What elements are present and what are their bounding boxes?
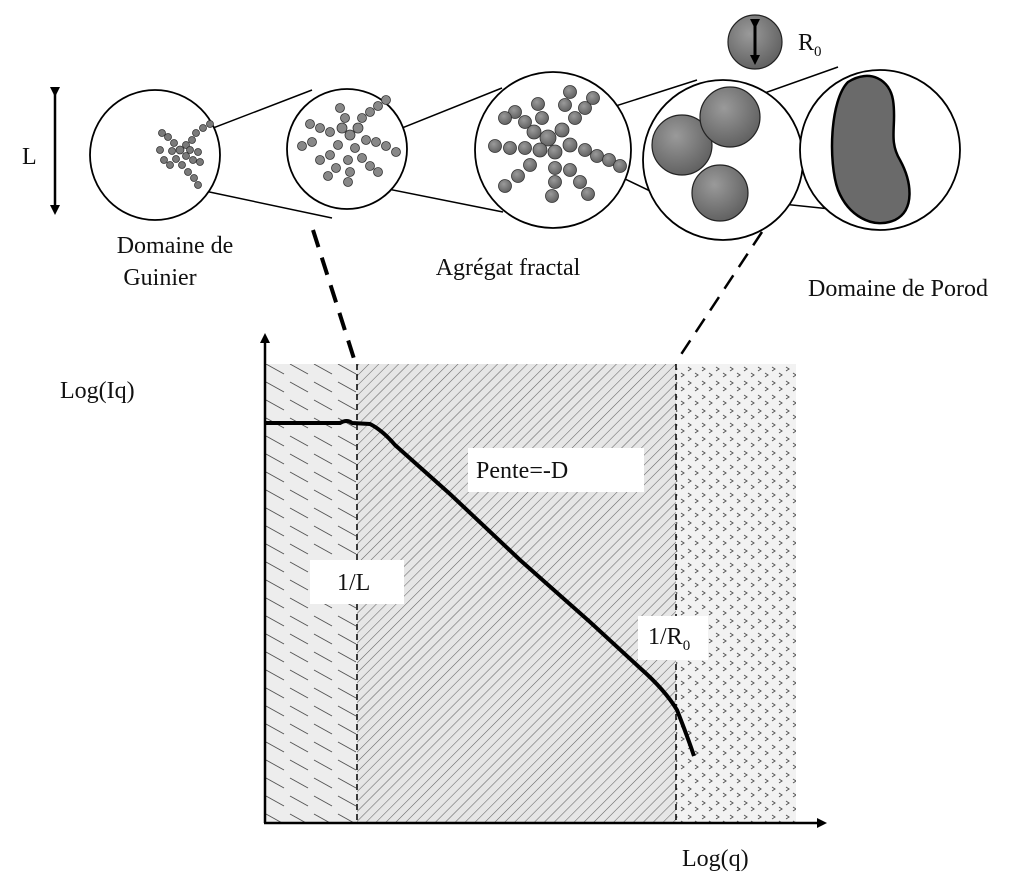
guinier-crossover-link — [313, 230, 356, 365]
fractal-label: Agrégat fractal — [436, 255, 581, 281]
primary-particles-view — [643, 80, 803, 240]
porod-label: Domaine de Porod — [808, 276, 988, 302]
size-label: L — [22, 144, 37, 170]
scattering-plot: Pente=-D 1/L 1/R0 — [264, 338, 822, 823]
fractal-region — [357, 364, 676, 822]
aggregate-zoom-2 — [287, 89, 407, 209]
particle-radius-label: R0 — [798, 30, 822, 60]
guinier-crossover-label: 1/L — [337, 570, 370, 596]
guinier-label-line2: Guinier — [123, 265, 196, 291]
guinier-label-line1: Domaine de — [117, 233, 234, 259]
particle-radius-icon — [728, 15, 782, 69]
x-axis-label: Log(q) — [682, 846, 749, 872]
y-axis-label: Log(Iq) — [60, 378, 135, 404]
aggregate-zoom-3 — [475, 72, 631, 228]
guinier-aggregate-view — [90, 90, 220, 220]
particle-surface-view — [800, 70, 960, 230]
slope-label: Pente=-D — [476, 458, 568, 484]
porod-crossover-link — [676, 232, 762, 362]
